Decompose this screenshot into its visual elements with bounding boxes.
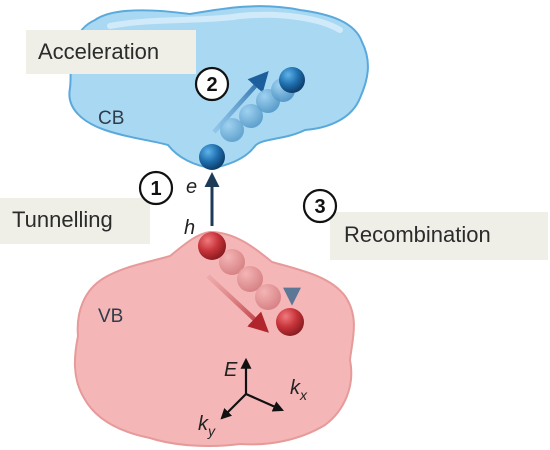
ky-axis-label: ky: [198, 413, 216, 439]
valence-band: [73, 230, 355, 447]
svg-text:1: 1: [150, 178, 161, 200]
recombination-label: Recombination: [344, 222, 491, 247]
hole-acceleration-arrow: [206, 274, 269, 333]
energy-axis-label: E: [224, 359, 238, 381]
hole-ghost: [219, 249, 245, 275]
electron-label: e: [186, 176, 197, 198]
hole-label: h: [184, 217, 195, 239]
acceleration-label-box: [26, 30, 196, 74]
electron-final: [279, 67, 305, 93]
kx-axis: [245, 392, 285, 412]
tunnelling-label: Tunnelling: [12, 207, 113, 232]
electron-ghost: [239, 104, 263, 128]
electron-initial: [199, 144, 225, 170]
kx-axis-label: kx: [290, 377, 308, 403]
electron-ghost: [220, 118, 244, 142]
ky-axis: [220, 393, 247, 420]
hole-ghost: [237, 266, 263, 292]
electron-trail: [199, 67, 305, 170]
k-space-axes: E kx ky: [198, 357, 308, 439]
step-2-marker: 2: [194, 66, 230, 102]
recombination-label-box: [330, 212, 548, 260]
svg-text:2: 2: [206, 74, 217, 96]
vb-label: VB: [98, 306, 123, 327]
step-1-marker: 1: [138, 170, 174, 206]
step-3-marker: 3: [302, 188, 338, 224]
svg-text:3: 3: [314, 196, 325, 218]
acceleration-arrow: [212, 70, 269, 134]
acceleration-label: Acceleration: [38, 39, 159, 64]
hole-initial: [198, 232, 226, 260]
tunnelling-label-box: [0, 198, 150, 244]
hole-final: [276, 308, 304, 336]
conduction-band-highlight: [107, 11, 343, 33]
hole-ghost: [255, 284, 281, 310]
hole-trail: [198, 232, 304, 336]
cb-label: CB: [98, 108, 124, 129]
